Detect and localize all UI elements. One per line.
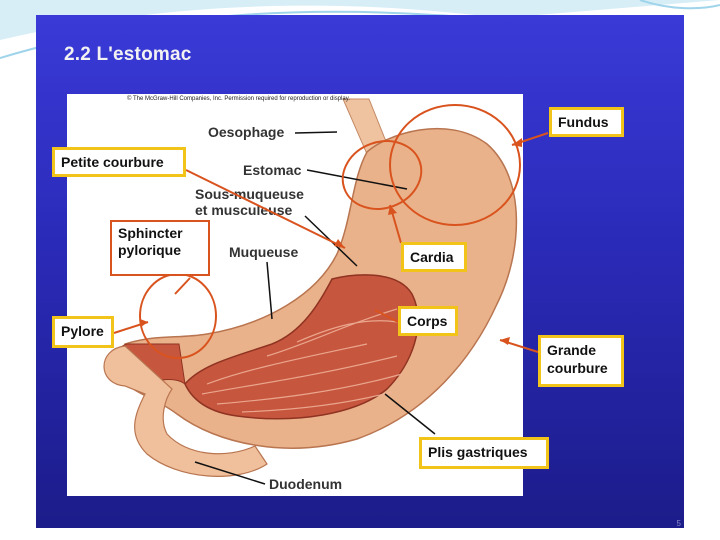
callout-cardia: Cardia <box>401 242 467 272</box>
callout-fundus: Fundus <box>549 107 624 137</box>
callout-corps: Corps <box>398 306 458 336</box>
callout-plis-gastriques: Plis gastriques <box>419 437 549 469</box>
callout-grande-courbure-line2: courbure <box>547 359 615 377</box>
callout-petite-courbure: Petite courbure <box>52 147 186 177</box>
callout-grande-courbure: Grande courbure <box>538 335 624 387</box>
callout-sphincter-line2: pylorique <box>118 242 202 259</box>
callout-grande-courbure-line1: Grande <box>547 341 615 359</box>
callout-sphincter-line1: Sphincter <box>118 225 202 242</box>
callout-pylore: Pylore <box>52 316 114 348</box>
callout-sphincter-pylorique: Sphincter pylorique <box>110 220 210 276</box>
page-number: 5 <box>677 519 681 528</box>
